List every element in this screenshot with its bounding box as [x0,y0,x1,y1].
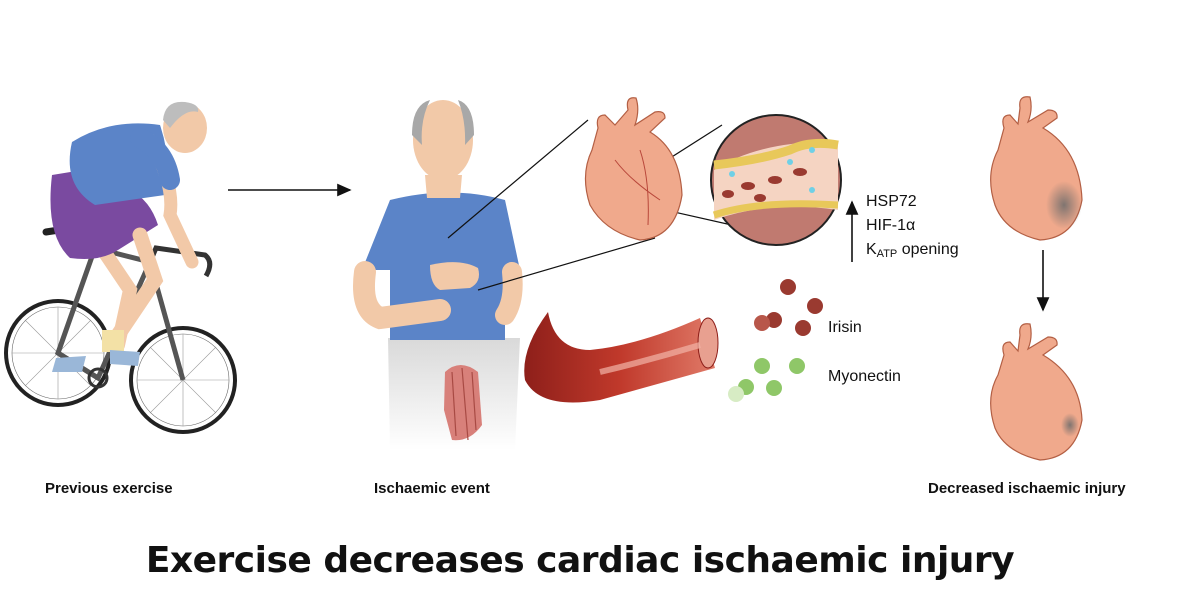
katp-subscript: ATP [876,248,898,260]
injury-area-large [1046,181,1082,229]
myonectin-label: Myonectin [828,368,901,385]
decreased-injury-caption: Decreased ischaemic injury [928,480,1126,497]
previous-exercise-caption: Previous exercise [45,480,173,497]
cyclist-illustration [4,101,237,434]
irisin-dots [754,279,823,336]
patient-illustration [353,100,523,450]
thigh-muscle-inset [444,365,482,441]
katp-label: KATP opening [866,240,959,264]
heart-before-illustration [990,96,1083,241]
injury-area-small [1061,413,1079,437]
ischaemic-event-caption: Ischaemic event [374,480,490,497]
figure-title: Exercise decreases cardiac ischaemic inj… [145,540,1015,581]
hif-label: HIF-1α [866,217,916,234]
artery-cross-section [710,114,842,246]
heart-illustration [584,97,683,241]
katp-rest: opening [897,241,959,258]
skeletal-muscle-illustration [524,312,719,403]
katp-k: K [866,241,877,258]
irisin-label: Irisin [828,319,862,336]
hsp72-label: HSP72 [866,193,917,210]
heart-after-illustration [990,323,1083,461]
myonectin-dots [728,358,805,402]
